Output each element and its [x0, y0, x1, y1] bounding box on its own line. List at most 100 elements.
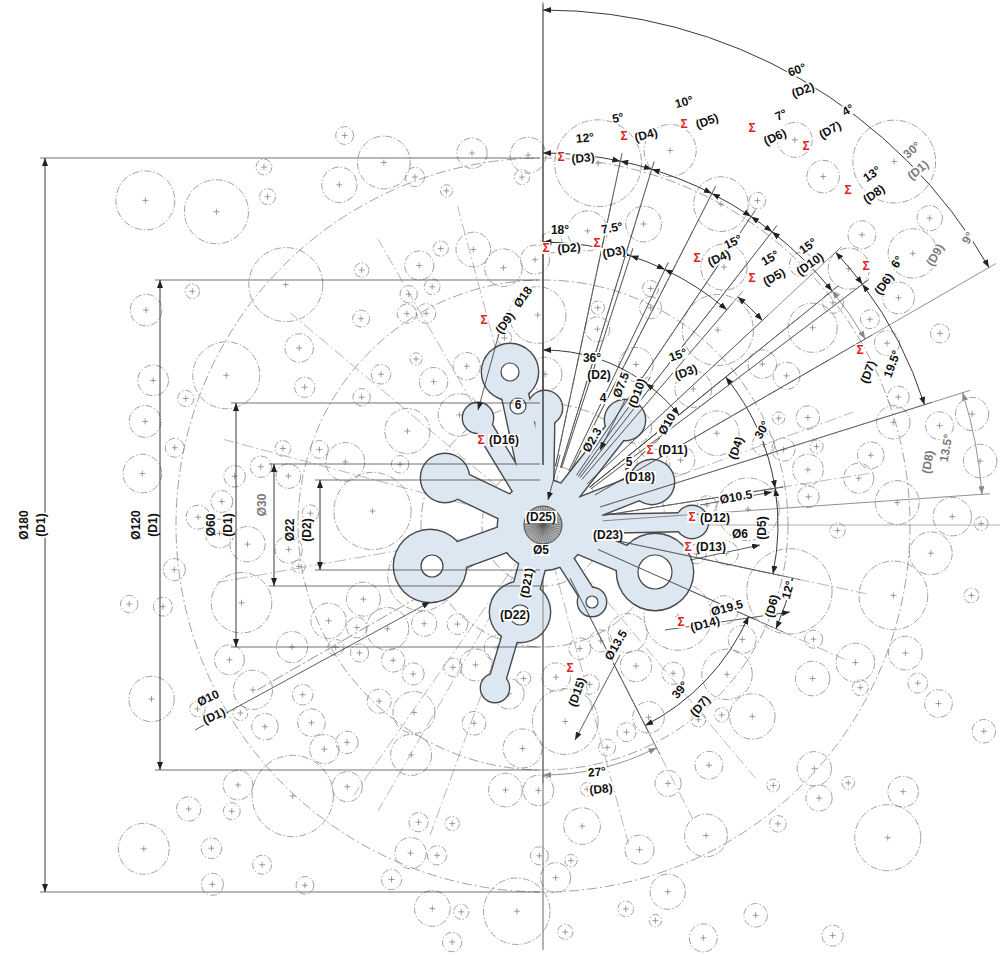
construction-circle: [298, 709, 326, 737]
dimension-text: 7.5°: [599, 220, 624, 236]
center-mark: [703, 833, 709, 839]
center-mark: [514, 908, 520, 914]
construction-circle: [822, 925, 843, 946]
extension-line: [602, 537, 801, 579]
sigma-mark: Σ: [565, 662, 574, 674]
construction-circle: [285, 334, 313, 362]
center-mark: [213, 209, 219, 215]
center-mark: [867, 316, 873, 322]
center-mark: [641, 221, 647, 227]
construction-circle: [322, 167, 357, 202]
center-mark: [937, 330, 943, 336]
construction-circle: [412, 611, 437, 636]
center-mark: [470, 246, 476, 252]
center-mark: [183, 395, 189, 401]
sigma-mark: Σ: [843, 184, 852, 196]
profile-hole: [501, 363, 519, 381]
center-mark: [805, 415, 811, 421]
center-mark: [389, 876, 395, 882]
drawing-part: [394, 344, 708, 702]
dimension-line: [320, 480, 321, 570]
center-mark: [928, 550, 934, 556]
angle-dimension-arc: [751, 217, 772, 232]
dimension-text: 30°: [900, 139, 923, 161]
dimension-text: (D14): [688, 614, 722, 634]
dimension-line: [236, 403, 237, 647]
center-mark: [308, 720, 314, 726]
construction-circle: [792, 454, 823, 485]
construction-circle: [163, 559, 185, 581]
dimension-text: (D9): [923, 241, 946, 269]
center-mark: [229, 808, 235, 814]
construction-circle: [569, 638, 591, 660]
center-mark: [404, 311, 410, 317]
dimension-text: Ø10: [194, 687, 221, 708]
construction-circle: [223, 770, 253, 800]
center-mark: [754, 198, 760, 204]
construction-circle: [414, 891, 450, 927]
construction-ray: [378, 525, 543, 811]
center-mark: [595, 305, 601, 311]
center-mark: [458, 909, 464, 915]
center-mark: [810, 676, 816, 682]
center-mark: [223, 372, 229, 378]
construction-circle: [565, 854, 577, 866]
center-mark: [160, 604, 166, 610]
center-mark: [473, 662, 479, 668]
center-mark: [302, 384, 308, 390]
center-mark: [535, 787, 541, 793]
extension-line: [155, 770, 540, 771]
construction-circle: [409, 813, 428, 832]
center-mark: [623, 906, 629, 912]
center-mark: [285, 473, 291, 479]
dimension-text: 10°: [673, 94, 696, 111]
construction-circle: [773, 362, 800, 389]
dimension-text: (D3): [600, 244, 627, 260]
sigma-mark: Σ: [556, 151, 565, 163]
construction-ray: [218, 525, 543, 582]
dimension-text: (D5): [756, 515, 768, 540]
sigma-mark: Σ: [747, 272, 756, 284]
center-mark: [195, 514, 201, 520]
construction-circle: [176, 797, 200, 821]
sigma-mark: Σ: [645, 444, 654, 456]
extension-line: [561, 162, 655, 468]
construction-circle: [129, 406, 161, 438]
center-mark: [585, 228, 591, 234]
center-mark: [333, 644, 339, 650]
center-mark: [429, 905, 435, 911]
reference-circle: [498, 480, 588, 570]
construction-circle: [836, 643, 875, 682]
construction-circle: [685, 814, 728, 857]
dimension-text: (D16): [488, 434, 520, 446]
center-mark: [745, 506, 751, 512]
center-mark: [885, 835, 891, 841]
construction-circle: [453, 353, 480, 380]
center-mark: [553, 674, 559, 680]
angle-dimension-arc: [712, 194, 751, 217]
center-mark: [895, 394, 901, 400]
dimension-text: (D4): [632, 126, 660, 144]
center-mark: [936, 423, 942, 429]
center-mark: [884, 340, 890, 346]
center-mark: [381, 159, 387, 165]
center-mark: [413, 356, 419, 362]
center-mark: [902, 650, 908, 656]
center-mark: [678, 457, 684, 463]
angle-dimension-arc: [543, 10, 989, 268]
construction-circle: [852, 680, 868, 696]
dimension-text: (D6): [761, 126, 789, 148]
hatch-line: [525, 525, 543, 530]
construction-circle: [908, 673, 928, 693]
dimension-text: 15°: [758, 248, 781, 268]
construction-circle: [642, 280, 658, 296]
center-mark: [434, 852, 440, 858]
hatch-line: [524, 525, 543, 527]
center-mark: [811, 766, 817, 772]
extension-line: [231, 647, 540, 648]
dimension-text: 4°: [839, 101, 857, 118]
dimension-text: (D18): [624, 471, 656, 483]
construction-circle: [397, 304, 416, 323]
center-mark: [143, 307, 149, 313]
center-mark: [890, 592, 896, 598]
